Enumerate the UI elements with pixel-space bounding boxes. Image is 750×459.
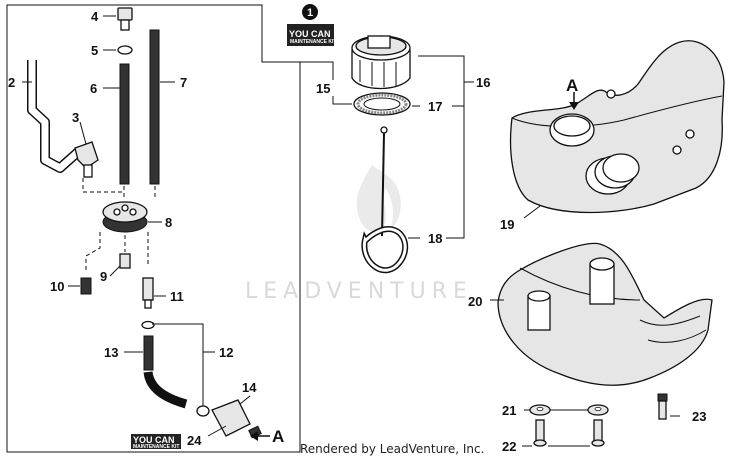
part-label-12: 12: [219, 345, 233, 360]
part-13-hose[interactable]: [143, 335, 154, 371]
part-16-fuel-cap[interactable]: [351, 35, 411, 90]
part-14-fuel-filter[interactable]: [196, 399, 262, 439]
marker-a-arrow: [569, 92, 579, 110]
leader-lines: [22, 15, 541, 437]
part-19-fuel-tank[interactable]: [509, 40, 725, 214]
part-4-fitting[interactable]: [117, 7, 133, 31]
part-5-o-ring[interactable]: [117, 45, 133, 55]
part-label-9: 9: [100, 269, 107, 284]
watermark-text: LEADVENTURE: [245, 279, 473, 304]
part-20-tank-mount[interactable]: [497, 242, 713, 386]
part-label-8: 8: [165, 215, 172, 230]
marker-a-tank: A: [566, 76, 578, 95]
part-17-gasket[interactable]: [353, 92, 411, 116]
part-label-7: 7: [180, 75, 187, 90]
part-10-filter[interactable]: [80, 277, 92, 295]
part-label-15: 15: [316, 81, 330, 96]
part-label-10: 10: [50, 279, 64, 294]
watermark-flame-icon: [356, 165, 401, 232]
kit-badge-bottom: YOU CAN MAINTENANCE KIT: [131, 434, 181, 450]
part-label-2: 2: [8, 75, 15, 90]
part-12-hose[interactable]: [143, 371, 188, 409]
part-label-13: 13: [104, 345, 118, 360]
leader-line: [418, 55, 465, 239]
part-22-bolt[interactable]: [591, 419, 605, 447]
part-label-17: 17: [428, 99, 442, 114]
part-label-3: 3: [72, 110, 79, 125]
part-label-11: 11: [170, 289, 184, 304]
part-label-23: 23: [692, 409, 706, 424]
svg-text:YOU CAN: YOU CAN: [133, 435, 175, 445]
marker-a-arrow: [250, 431, 270, 441]
part-label-6: 6: [90, 81, 97, 96]
part-label-22: 22: [502, 439, 516, 454]
part-11-connector[interactable]: [142, 277, 154, 309]
part-label-21: 21: [502, 403, 516, 418]
kit-badge-top: 1 YOU CAN MAINTENANCE KIT: [287, 4, 336, 46]
part-o-ring: [141, 320, 155, 330]
part-7-hose[interactable]: [149, 29, 160, 185]
leader-line: [300, 61, 334, 80]
part-label-19: 19: [500, 217, 514, 232]
leader-line: [152, 323, 204, 406]
part-3-elbow-fitting[interactable]: [74, 141, 99, 178]
part-label-20: 20: [468, 294, 482, 309]
guide-line: [85, 232, 101, 270]
part-22-bolt[interactable]: [533, 419, 547, 447]
part-label-14: 14: [242, 380, 257, 395]
svg-text:1: 1: [307, 7, 313, 19]
part-2-fuel-line[interactable]: [27, 60, 82, 173]
leader-line: [332, 96, 352, 105]
part-label-18: 18: [428, 231, 442, 246]
part-9-plug[interactable]: [119, 253, 131, 269]
part-label-24: 24: [187, 433, 202, 448]
guide-line: [82, 178, 125, 200]
svg-text:YOU CAN: YOU CAN: [289, 29, 331, 39]
render-credit: Rendered by LeadVenture, Inc.: [300, 442, 484, 456]
marker-a-left: A: [272, 427, 284, 446]
part-label-5: 5: [91, 43, 98, 58]
svg-text:MAINTENANCE KIT: MAINTENANCE KIT: [290, 39, 336, 45]
part-23-bolt[interactable]: [657, 393, 668, 420]
part-8-grommet[interactable]: [102, 201, 148, 233]
part-label-16: 16: [476, 75, 490, 90]
svg-text:MAINTENANCE KIT: MAINTENANCE KIT: [133, 444, 179, 450]
part-label-4: 4: [91, 9, 99, 24]
part-18-tether[interactable]: [361, 126, 409, 274]
part-6-hose[interactable]: [119, 63, 130, 185]
